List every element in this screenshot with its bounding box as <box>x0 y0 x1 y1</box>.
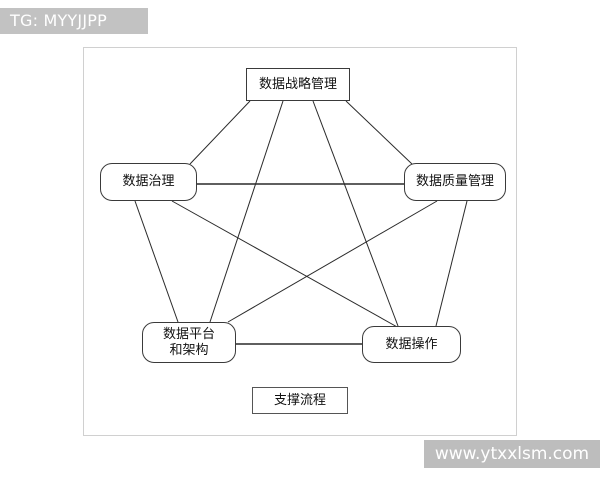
site-watermark: www.ytxxlsm.com <box>424 440 600 468</box>
diagram-frame <box>83 47 517 436</box>
node-data-operations[interactable]: 数据操作 <box>362 326 461 363</box>
node-label: 数据战略管理 <box>258 76 337 92</box>
node-data-quality-management[interactable]: 数据质量管理 <box>404 163 506 201</box>
node-data-strategy-management[interactable]: 数据战略管理 <box>246 68 350 101</box>
node-data-governance[interactable]: 数据治理 <box>100 163 197 201</box>
node-label: 数据平台 和架构 <box>162 326 215 358</box>
node-label: 数据操作 <box>385 336 438 352</box>
tag-watermark: TG: MYYJJPP <box>0 8 148 34</box>
node-support-process[interactable]: 支撑流程 <box>252 387 348 414</box>
node-label: 数据质量管理 <box>415 174 494 189</box>
node-label: 支撑流程 <box>273 392 326 408</box>
node-label: 数据治理 <box>122 174 175 189</box>
node-data-platform-and-architecture[interactable]: 数据平台 和架构 <box>142 322 236 363</box>
